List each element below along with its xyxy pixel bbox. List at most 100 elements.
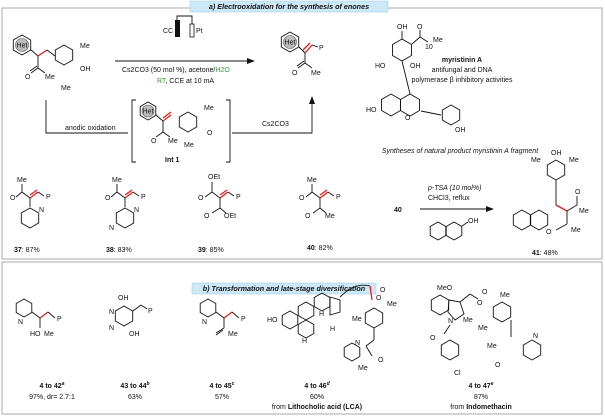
product-38: Me O P NN [105, 177, 146, 232]
new-bond [37, 49, 48, 57]
label: O [477, 300, 483, 307]
ring [280, 31, 300, 53]
label: N [202, 319, 207, 326]
bond [140, 304, 148, 310]
compound-44-caption: 43 to 44b 63% [120, 381, 149, 401]
label: OEt [208, 174, 220, 181]
label: O [575, 189, 581, 196]
label: 43 to 44 [120, 383, 146, 390]
bond [339, 284, 371, 298]
int1-label: Int 1 [165, 157, 179, 164]
label: OH [468, 218, 479, 225]
product-37-label: 37: 87% [14, 247, 40, 254]
compound-45-caption: 4 to 45c 57% [210, 381, 235, 401]
product-37: Me O P N [10, 177, 51, 229]
label: HO [375, 63, 386, 70]
label: O [198, 195, 204, 202]
ring [199, 298, 217, 318]
label: O [378, 357, 384, 364]
product-40-label: 40: 82% [307, 245, 333, 252]
base-path-line [232, 102, 313, 134]
label: MeO [437, 285, 453, 292]
label: N [39, 207, 44, 214]
label: Me [571, 227, 581, 234]
bond [175, 20, 180, 37]
label: N [18, 319, 23, 326]
bond [298, 46, 306, 54]
compound-45: N P Me [199, 298, 246, 338]
label: : 85% [206, 247, 224, 254]
label: P [236, 194, 241, 201]
label: P [148, 308, 153, 315]
label: P [57, 316, 62, 323]
bond [30, 49, 39, 57]
bond [219, 207, 227, 214]
label: 38 [106, 247, 114, 254]
bond [176, 15, 193, 24]
label: b [147, 381, 150, 387]
label: HO [30, 331, 41, 338]
ring [522, 339, 542, 361]
bond [419, 36, 429, 43]
ptsa-condition: p-TSA (10 mol%) [427, 185, 481, 192]
label: 4 to 45c [210, 381, 235, 390]
bond [37, 191, 45, 197]
bond [31, 311, 41, 319]
bond [204, 191, 213, 198]
ring [364, 307, 384, 329]
label: HO [267, 317, 278, 324]
label: P [319, 45, 324, 52]
label: O [204, 213, 210, 220]
label: H [330, 326, 335, 333]
product-39-label: 39: 85% [198, 247, 224, 254]
label: Me [307, 177, 317, 184]
bond [132, 304, 142, 312]
label: N [355, 340, 360, 347]
bond [15, 191, 23, 198]
label: Me [228, 331, 238, 338]
label: P [336, 194, 341, 201]
label: OH [551, 150, 562, 157]
label: Me [311, 70, 321, 77]
bond [297, 62, 306, 69]
cathode-label: Pt [196, 28, 203, 35]
ring [20, 207, 40, 229]
label: N [448, 318, 453, 325]
bond [309, 96, 315, 104]
het-ring-icon [15, 38, 29, 52]
ring [445, 221, 463, 241]
label: from [450, 404, 466, 411]
label: HO [366, 107, 377, 114]
bond [116, 191, 126, 199]
myristinin-name: myristinin A [442, 57, 482, 64]
bond [411, 36, 421, 45]
label: : 83% [114, 247, 132, 254]
bond [162, 131, 171, 138]
conditions-line2: RT, CCE at 10 mA [157, 78, 214, 85]
ring [115, 207, 135, 229]
label: Me [487, 343, 497, 350]
bond [155, 114, 164, 122]
bond [30, 67, 39, 74]
label: N [109, 309, 114, 316]
label: Me [463, 317, 473, 324]
bond [227, 191, 235, 197]
label: Me [44, 331, 54, 338]
new-bond [162, 114, 172, 122]
product-39: OEt O P O OEt [198, 174, 241, 220]
new-bond [319, 189, 328, 196]
label: Me [569, 157, 579, 164]
bond [215, 327, 225, 334]
new-bond [39, 311, 49, 319]
ring [529, 209, 549, 231]
myristinin-desc1: antifungal and DNA [432, 67, 493, 74]
label: Het [285, 40, 296, 47]
new-bond [319, 191, 329, 199]
myristinin-desc2: polymerase β inhibitory activities [412, 77, 513, 84]
bond [29, 65, 38, 72]
